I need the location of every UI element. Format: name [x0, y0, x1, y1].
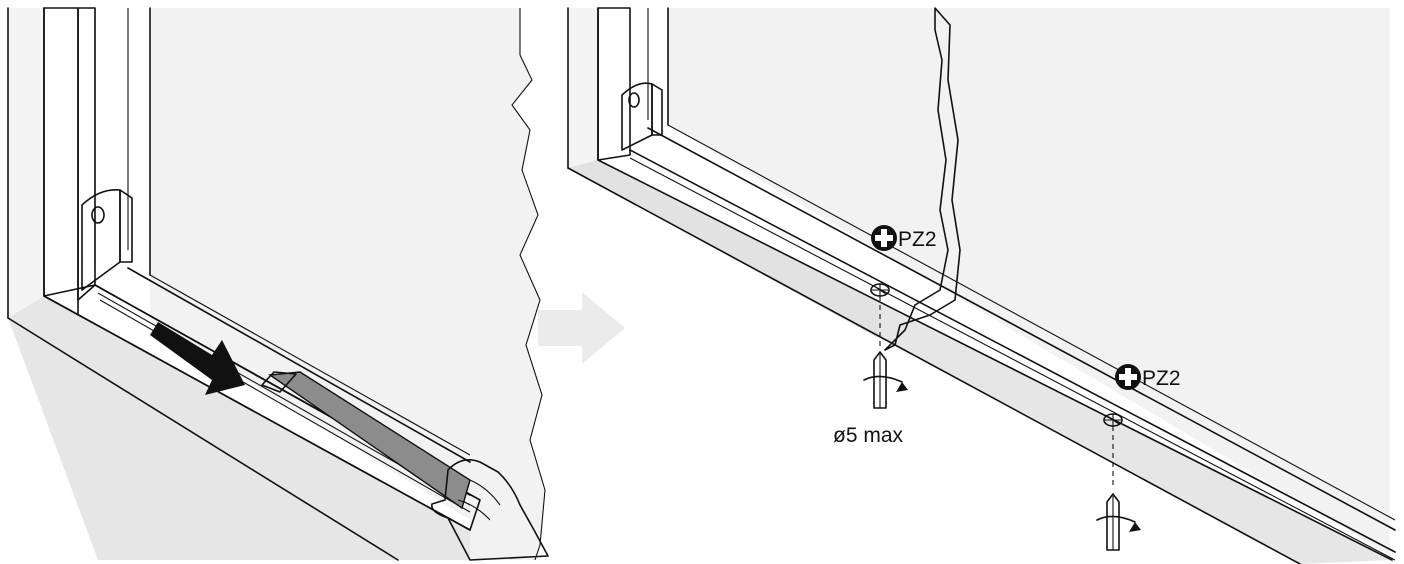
bit-label-text: PZ2 [1142, 367, 1181, 390]
left-frame-post [43, 7, 79, 319]
left-frame-inner [77, 7, 96, 301]
bracket-hole [628, 92, 640, 108]
screw-1 [870, 283, 890, 348]
right-panel: PZ2 PZ2 ø5 max [567, 7, 1396, 564]
slide-arrow-icon [150, 322, 245, 395]
screw-2 [1103, 413, 1123, 486]
right-frame-outer [568, 8, 598, 168]
right-rail [629, 124, 1396, 561]
left-sill-edge [7, 317, 399, 561]
right-sill-edge [567, 167, 1301, 564]
left-wall [150, 8, 545, 560]
right-bracket [621, 82, 663, 151]
left-sill-face [8, 296, 470, 560]
paper-strip [884, 7, 961, 351]
diameter-label: ø5 max [833, 424, 904, 447]
left-tear-edge [511, 8, 546, 561]
right-sill-edge-2 [597, 159, 1393, 561]
phillips-head-icon [1115, 364, 1141, 390]
bit-label-bottom: PZ2 [1115, 364, 1181, 390]
phillips-head-icon [871, 225, 897, 251]
right-wall [668, 8, 1390, 555]
step-arrow-icon [538, 292, 625, 364]
left-sill-edge-2 [43, 295, 471, 531]
rotation-icon [863, 375, 903, 383]
left-panel [7, 7, 549, 561]
screwdriver-1-icon [863, 351, 908, 409]
bit-label-top: PZ2 [871, 225, 937, 251]
right-frame-post [597, 7, 631, 161]
hand-finger-lines [457, 479, 501, 521]
screwdriver-2-icon [1096, 493, 1141, 551]
hand-icon [431, 459, 549, 561]
bit-label-text: PZ2 [898, 228, 937, 251]
left-insert-cap [261, 371, 297, 393]
rotation-icon [1096, 515, 1136, 523]
left-bracket [81, 188, 133, 291]
bracket-hole [91, 206, 105, 224]
left-frame-outer [8, 8, 44, 318]
